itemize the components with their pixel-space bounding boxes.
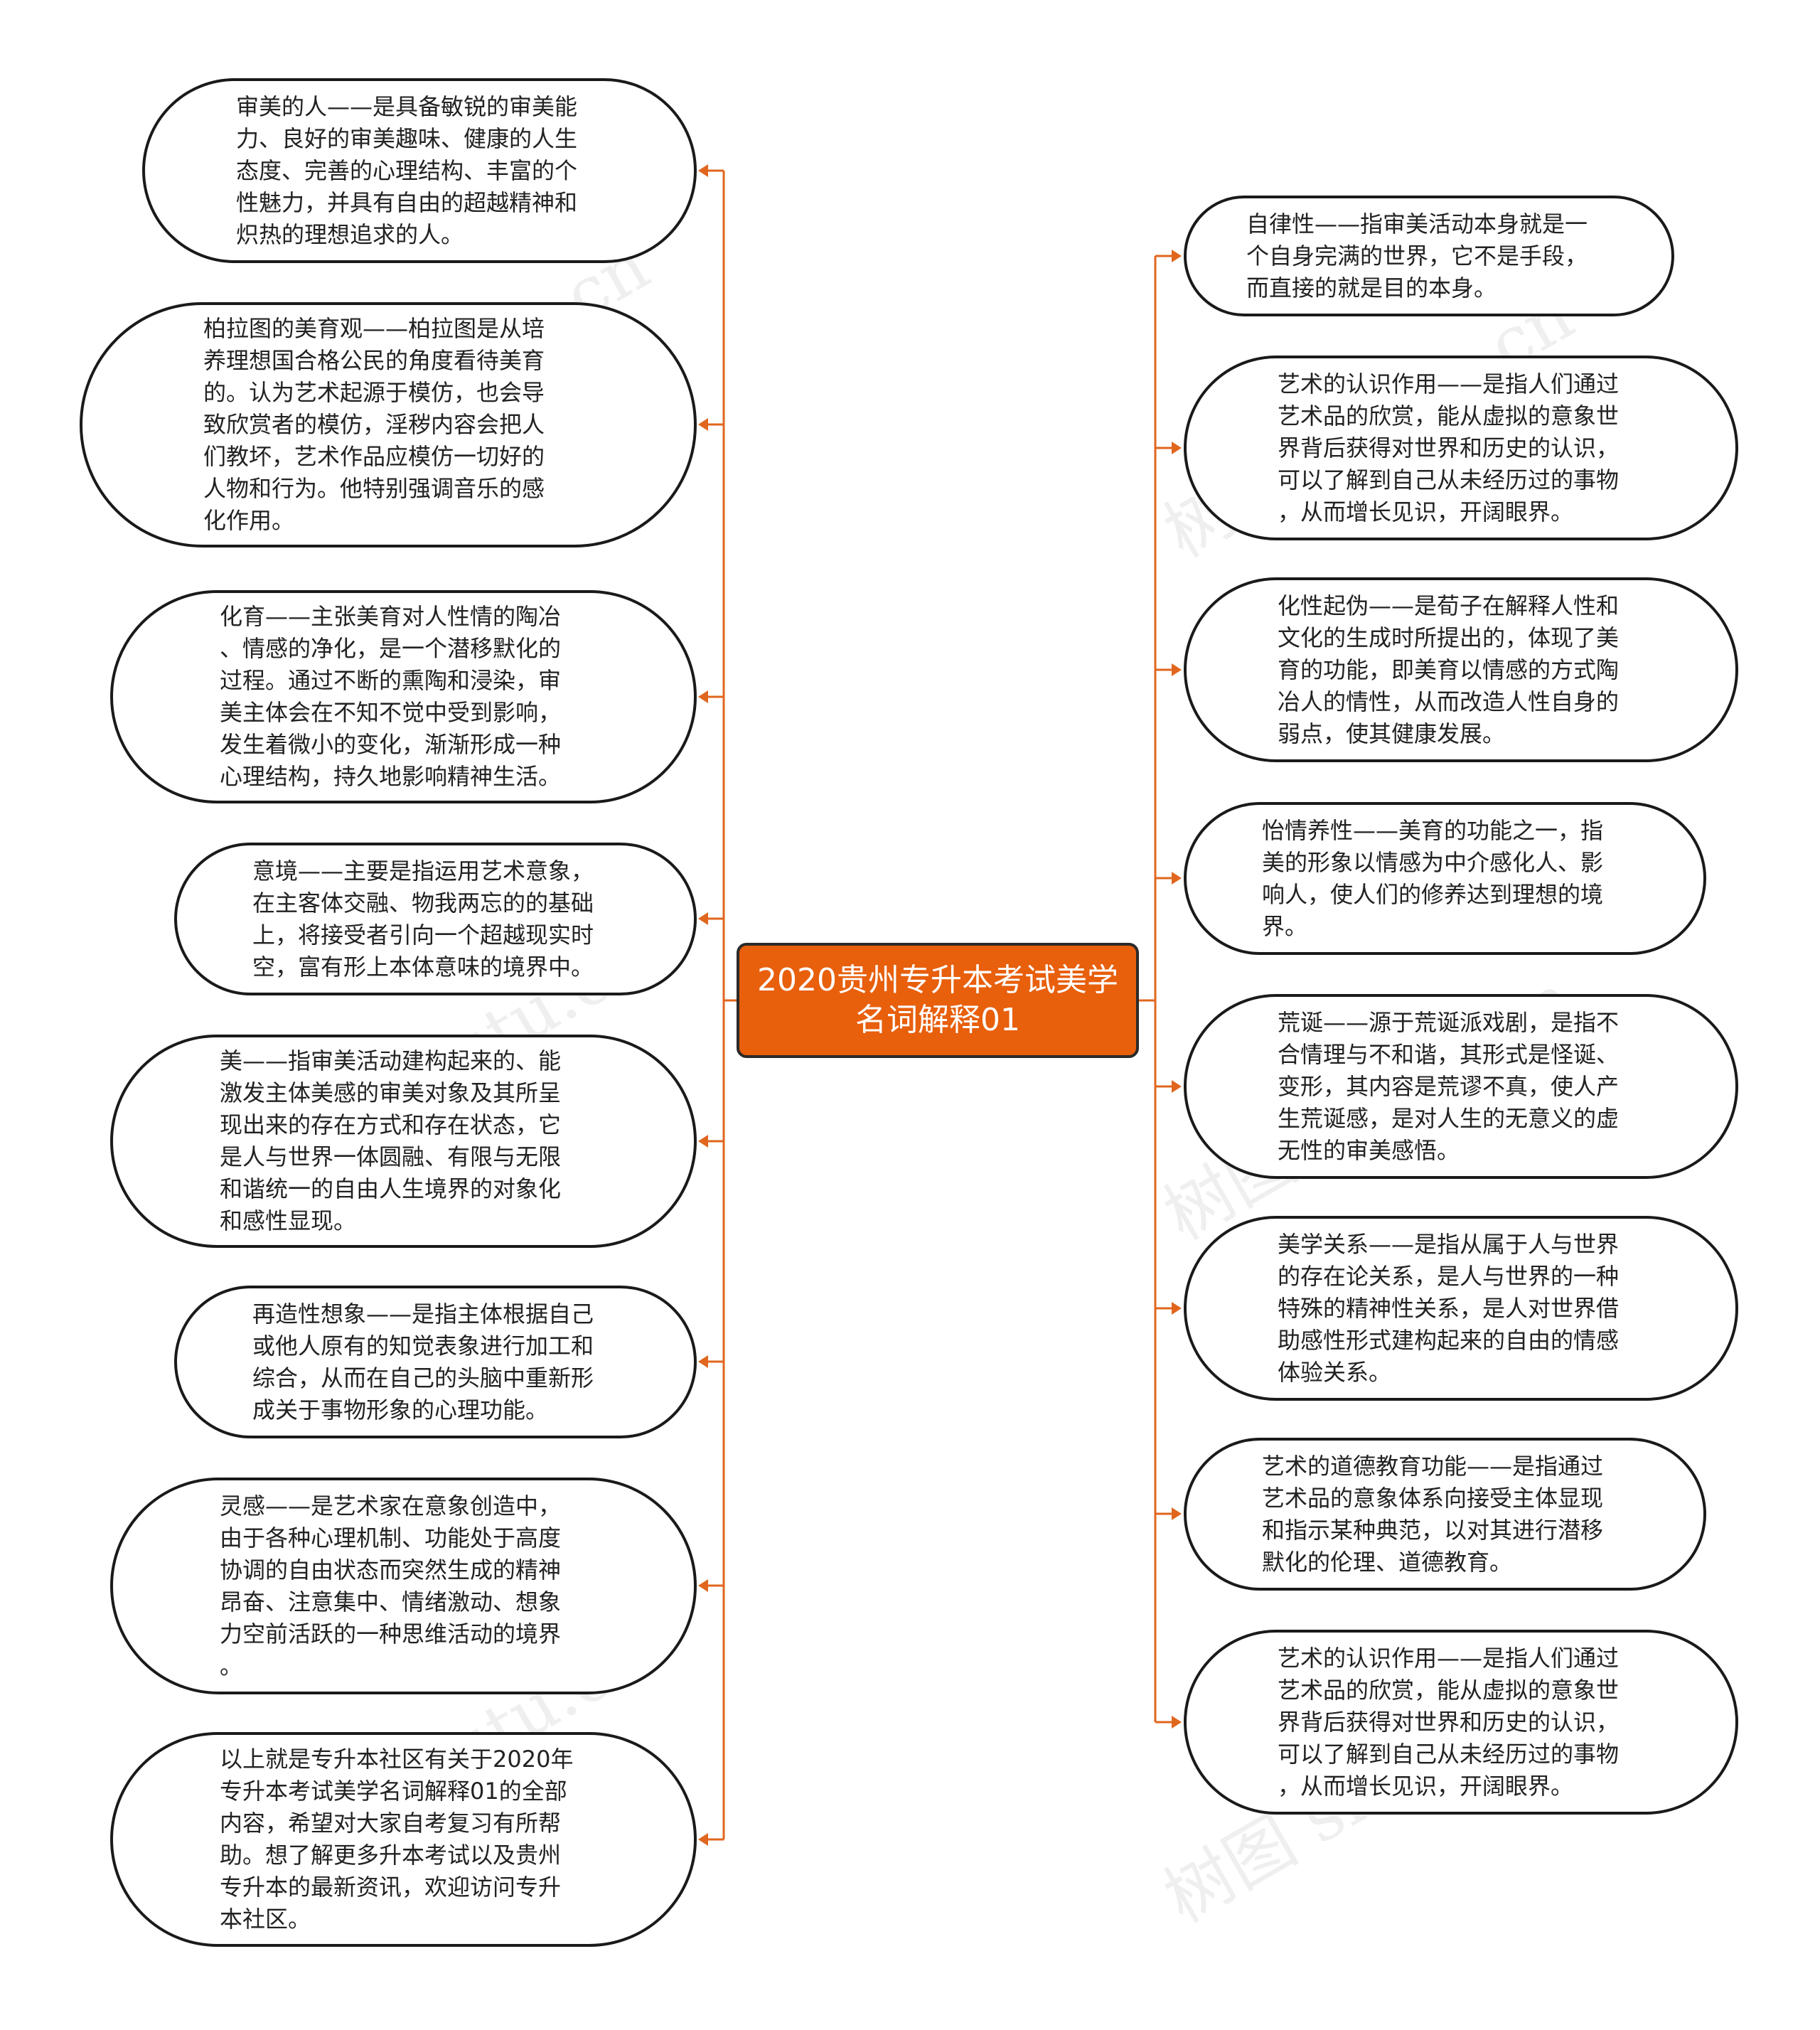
node-text: 艺术的认识作用——是指人们通过 艺术品的欣赏，能从虚拟的意象世 界背后获得对世界…: [1278, 370, 1620, 525]
node-text: 艺术的道德教育功能——是指通过 艺术品的意象体系向接受主体显现 和指示某种典范，…: [1262, 1452, 1604, 1576]
right-node-art-cognitive-function[interactable]: 艺术的认识作用——是指人们通过 艺术品的欣赏，能从虚拟的意象世 界背后获得对世界…: [1184, 356, 1738, 540]
left-node-plato-aesthetic-education[interactable]: 柏拉图的美育观——柏拉图是从培 养理想国合格公民的角度看待美育 的。认为艺术起源…: [80, 302, 697, 547]
node-text: 荒诞——源于荒诞派戏剧，是指不 合情理与不和谐，其形式是怪诞、 变形，其内容是荒…: [1278, 1008, 1620, 1164]
node-text: 意境——主要是指运用艺术意象， 在主客体交融、物我两忘的的基础 上，将接受者引向…: [252, 857, 594, 981]
right-node-absurdity[interactable]: 荒诞——源于荒诞派戏剧，是指不 合情理与不和谐，其形式是怪诞、 变形，其内容是荒…: [1184, 994, 1738, 1179]
left-node-huayu[interactable]: 化育——主张美育对人性情的陶冶 、情感的净化，是一个潜移默化的 过程。通过不断的…: [110, 590, 697, 803]
right-branch-arrow: [1172, 663, 1182, 676]
right-node-huaxing-qiwei[interactable]: 化性起伪——是荀子在解释人性和 文化的生成时所提出的，体现了美 育的功能，即美育…: [1184, 577, 1738, 762]
right-node-art-moral-education[interactable]: 艺术的道德教育功能——是指通过 艺术品的意象体系向接受主体显现 和指示某种典范，…: [1184, 1438, 1706, 1591]
node-text: 美学关系——是指从属于人与世界 的存在论关系，是人与世界的一种 特殊的精神性关系…: [1278, 1230, 1620, 1386]
central-topic-title: 2020贵州专升本考试美学 名词解释01: [757, 962, 1118, 1038]
left-node-inspiration[interactable]: 灵感——是艺术家在意象创造中， 由于各种心理机制、功能处于高度 协调的自由状态而…: [110, 1478, 697, 1694]
right-node-autonomy[interactable]: 自律性——指审美活动本身就是一 个自身完满的世界，它不是手段， 而直接的就是目的…: [1184, 196, 1674, 316]
node-text: 自律性——指审美活动本身就是一 个自身完满的世界，它不是手段， 而直接的就是目的…: [1246, 210, 1588, 301]
node-text: 化育——主张美育对人性情的陶冶 、情感的净化，是一个潜移默化的 过程。通过不断的…: [220, 603, 562, 790]
right-branch-arrow: [1172, 250, 1182, 262]
left-node-reproductive-imagination[interactable]: 再造性想象——是指主体根据自己 或他人原有的知觉表象进行加工和 综合，从而在自己…: [174, 1286, 697, 1438]
right-node-aesthetic-relation[interactable]: 美学关系——是指从属于人与世界 的存在论关系，是人与世界的一种 特殊的精神性关系…: [1184, 1216, 1738, 1401]
right-branch-arrow: [1172, 1716, 1182, 1729]
left-node-beauty[interactable]: 美——指审美活动建构起来的、能 激发主体美感的审美对象及其所呈 现出来的存在方式…: [110, 1035, 697, 1248]
node-text: 怡情养性——美育的功能之一，指 美的形象以情感为中介感化人、影 响人，使人们的修…: [1262, 816, 1604, 940]
left-branch-arrow: [698, 1579, 708, 1592]
node-text: 艺术的认识作用——是指人们通过 艺术品的欣赏，能从虚拟的意象世 界背后获得对世界…: [1278, 1644, 1620, 1800]
node-text: 美——指审美活动建构起来的、能 激发主体美感的审美对象及其所呈 现出来的存在方式…: [220, 1047, 562, 1234]
left-node-aesthetic-person[interactable]: 审美的人——是具备敏锐的审美能 力、良好的审美趣味、健康的人生 态度、完善的心理…: [142, 78, 697, 263]
left-branch-arrow: [698, 912, 708, 925]
left-node-yijing[interactable]: 意境——主要是指运用艺术意象， 在主客体交融、物我两忘的的基础 上，将接受者引向…: [174, 843, 697, 995]
left-branch-arrow: [698, 164, 708, 177]
node-text: 审美的人——是具备敏锐的审美能 力、良好的审美趣味、健康的人生 态度、完善的心理…: [236, 92, 578, 248]
left-branch-arrow: [698, 418, 708, 431]
right-branch-arrow: [1172, 872, 1182, 885]
node-text: 柏拉图的美育观——柏拉图是从培 养理想国合格公民的角度看待美育 的。认为艺术起源…: [203, 315, 545, 534]
right-branch-arrow: [1172, 1080, 1182, 1093]
right-branch-arrow: [1172, 1507, 1182, 1520]
central-topic[interactable]: 2020贵州专升本考试美学 名词解释01: [737, 943, 1139, 1058]
left-branch-arrow: [698, 1833, 708, 1846]
node-text: 化性起伪——是荀子在解释人性和 文化的生成时所提出的，体现了美 育的功能，即美育…: [1278, 592, 1620, 747]
right-node-yiqing-yangxing[interactable]: 怡情养性——美育的功能之一，指 美的形象以情感为中介感化人、影 响人，使人们的修…: [1184, 802, 1706, 955]
right-branch-arrow: [1172, 1302, 1182, 1315]
left-branch-arrow: [698, 1355, 708, 1368]
left-node-summary[interactable]: 以上就是专升本社区有关于2020年 专升本考试美学名词解释01的全部 内容，希望…: [110, 1732, 697, 1947]
left-branch-arrow: [698, 690, 708, 703]
right-node-art-cognitive-function-2[interactable]: 艺术的认识作用——是指人们通过 艺术品的欣赏，能从虚拟的意象世 界背后获得对世界…: [1184, 1630, 1738, 1815]
node-text: 以上就是专升本社区有关于2020年 专升本考试美学名词解释01的全部 内容，希望…: [220, 1746, 574, 1933]
left-branch-arrow: [698, 1135, 708, 1148]
node-text: 灵感——是艺术家在意象创造中， 由于各种心理机制、功能处于高度 协调的自由状态而…: [220, 1492, 562, 1679]
right-branch-arrow: [1172, 442, 1182, 454]
node-text: 再造性想象——是指主体根据自己 或他人原有的知觉表象进行加工和 综合，从而在自己…: [252, 1300, 594, 1423]
